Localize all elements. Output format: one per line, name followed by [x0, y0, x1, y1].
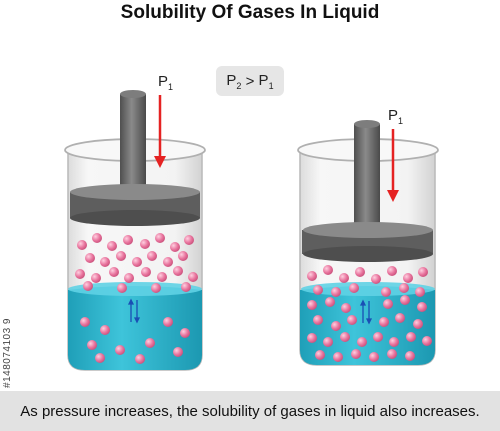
page-title: Solubility Of Gases In Liquid [120, 2, 380, 23]
left-pressure-label: P1 [158, 73, 174, 92]
left-gas-molecules [75, 233, 198, 293]
caption-text: As pressure increases, the solubility of… [20, 402, 480, 420]
greater-than-sign: > [241, 72, 259, 90]
pressure-comparison-badge: P2 > P1 [216, 66, 284, 96]
right-liquid [300, 286, 435, 365]
p2-symbol: P2 [226, 71, 242, 91]
left-piston-rod [120, 94, 146, 199]
right-equilibrium-arrows [359, 299, 373, 325]
right-pressure-label: P1 [388, 107, 404, 126]
left-beaker [64, 90, 206, 371]
watermark-id: #148074103 9 [2, 318, 13, 388]
right-dissolved-molecules [307, 295, 432, 362]
right-gas-molecules [307, 265, 428, 297]
right-pressure-arrow [387, 129, 399, 202]
p1-symbol: P1 [258, 71, 274, 91]
left-liquid-surface [68, 282, 202, 296]
left-pressure-arrow [154, 95, 166, 168]
left-dissolved-molecules [80, 317, 190, 364]
left-liquid [68, 286, 202, 370]
caption: As pressure increases, the solubility of… [0, 391, 500, 431]
right-piston-rod [354, 124, 380, 234]
left-equilibrium-arrows [127, 298, 141, 324]
